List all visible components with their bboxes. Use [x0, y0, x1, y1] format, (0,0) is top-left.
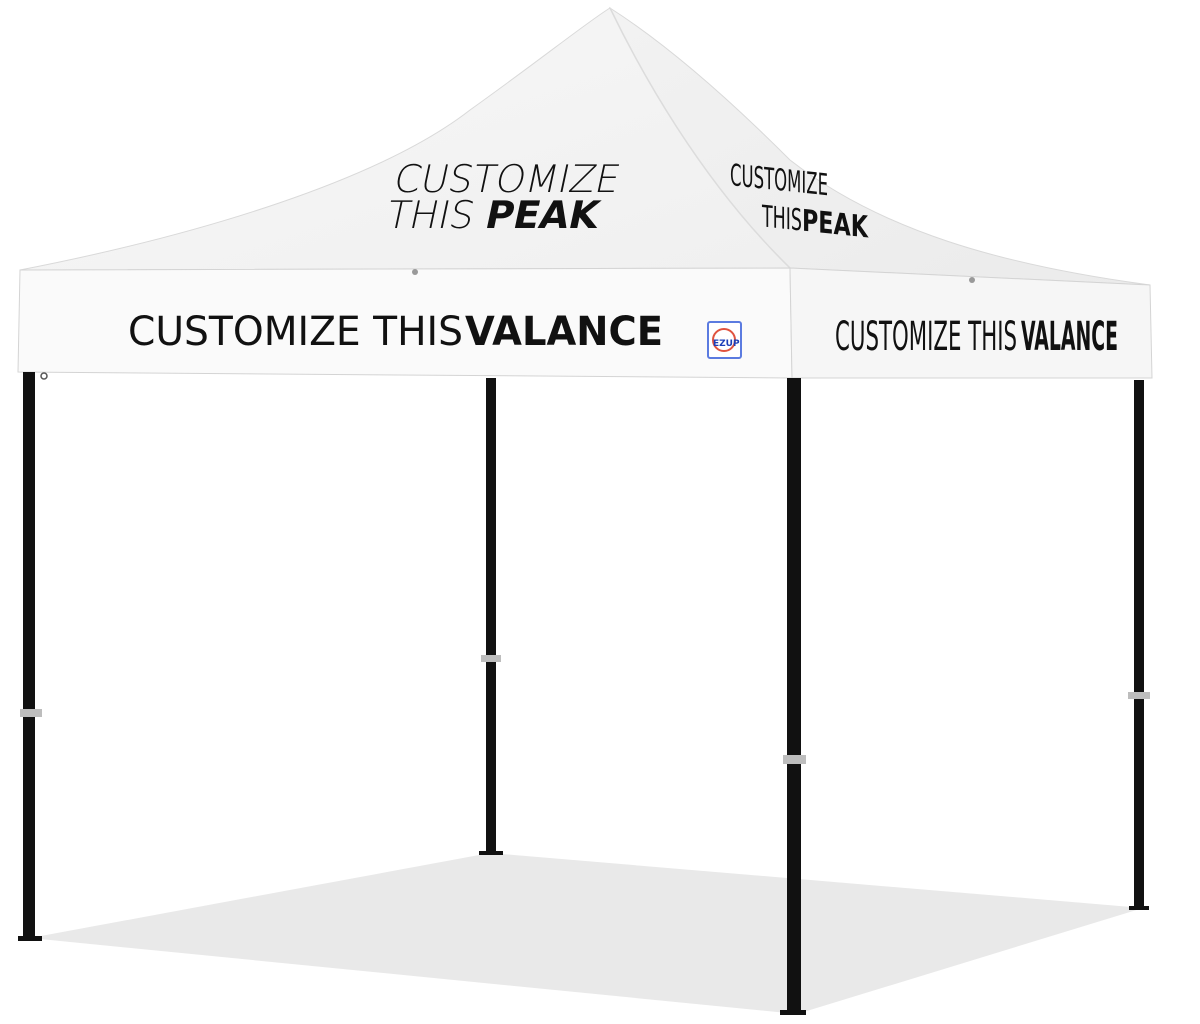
svg-text:CUSTOMIZE THIS: CUSTOMIZE THIS — [835, 314, 1017, 360]
front-left-pole — [18, 372, 48, 941]
front-right-pole — [780, 378, 806, 1015]
svg-text:EZUP: EZUP — [713, 339, 740, 349]
svg-text:THIS PEAK: THIS PEAK — [382, 193, 604, 238]
valance-side — [789, 267, 1153, 379]
ezup-logo: EZUP — [707, 321, 742, 359]
svg-text:VALANCE: VALANCE — [465, 309, 663, 355]
svg-text:CUSTOMIZE: CUSTOMIZE — [390, 157, 624, 202]
svg-text:VALANCE: VALANCE — [1021, 314, 1118, 360]
back-right-pole — [1128, 380, 1150, 910]
floor-shadow — [30, 853, 1143, 1014]
svg-text:PEAK: PEAK — [802, 204, 869, 246]
grommet — [412, 269, 418, 275]
grommet — [969, 277, 975, 283]
peak-front-text: CUSTOMIZE THIS PEAK — [382, 157, 624, 238]
back-left-pole — [479, 378, 503, 855]
valance-front-text: CUSTOMIZE THIS VALANCE — [128, 309, 663, 355]
svg-text:THIS: THIS — [761, 199, 802, 238]
valance-side-text: CUSTOMIZE THIS VALANCE — [835, 314, 1118, 360]
svg-text:CUSTOMIZE THIS: CUSTOMIZE THIS — [128, 309, 463, 355]
